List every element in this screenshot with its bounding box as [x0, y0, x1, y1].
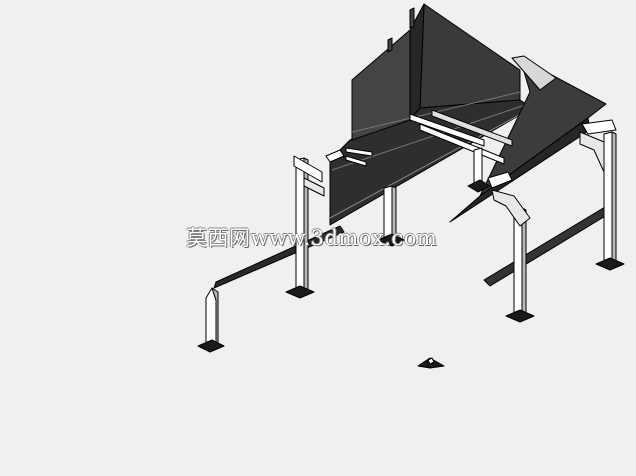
pipe-rail-4 — [345, 147, 373, 157]
left-bracket — [293, 155, 323, 183]
pipe-rail-2 — [419, 123, 505, 165]
left-hopper-panel — [419, 3, 521, 109]
right-back-base — [595, 257, 625, 271]
right-back-brace — [579, 131, 605, 173]
right-back-column — [603, 131, 613, 267]
pipe-rail-1 — [409, 113, 485, 147]
left-diagonal-beam — [213, 225, 345, 289]
right-front-brace — [491, 189, 531, 227]
right-front-base — [505, 309, 535, 323]
center-column-base — [377, 233, 405, 247]
left-column-base — [285, 285, 315, 299]
pipe-rail-3 — [431, 109, 513, 147]
left-column — [295, 157, 305, 295]
center-column — [383, 185, 393, 243]
left-hopper-face — [351, 29, 411, 141]
front-post-base — [197, 339, 225, 353]
right-diagonal-beam — [483, 203, 613, 287]
